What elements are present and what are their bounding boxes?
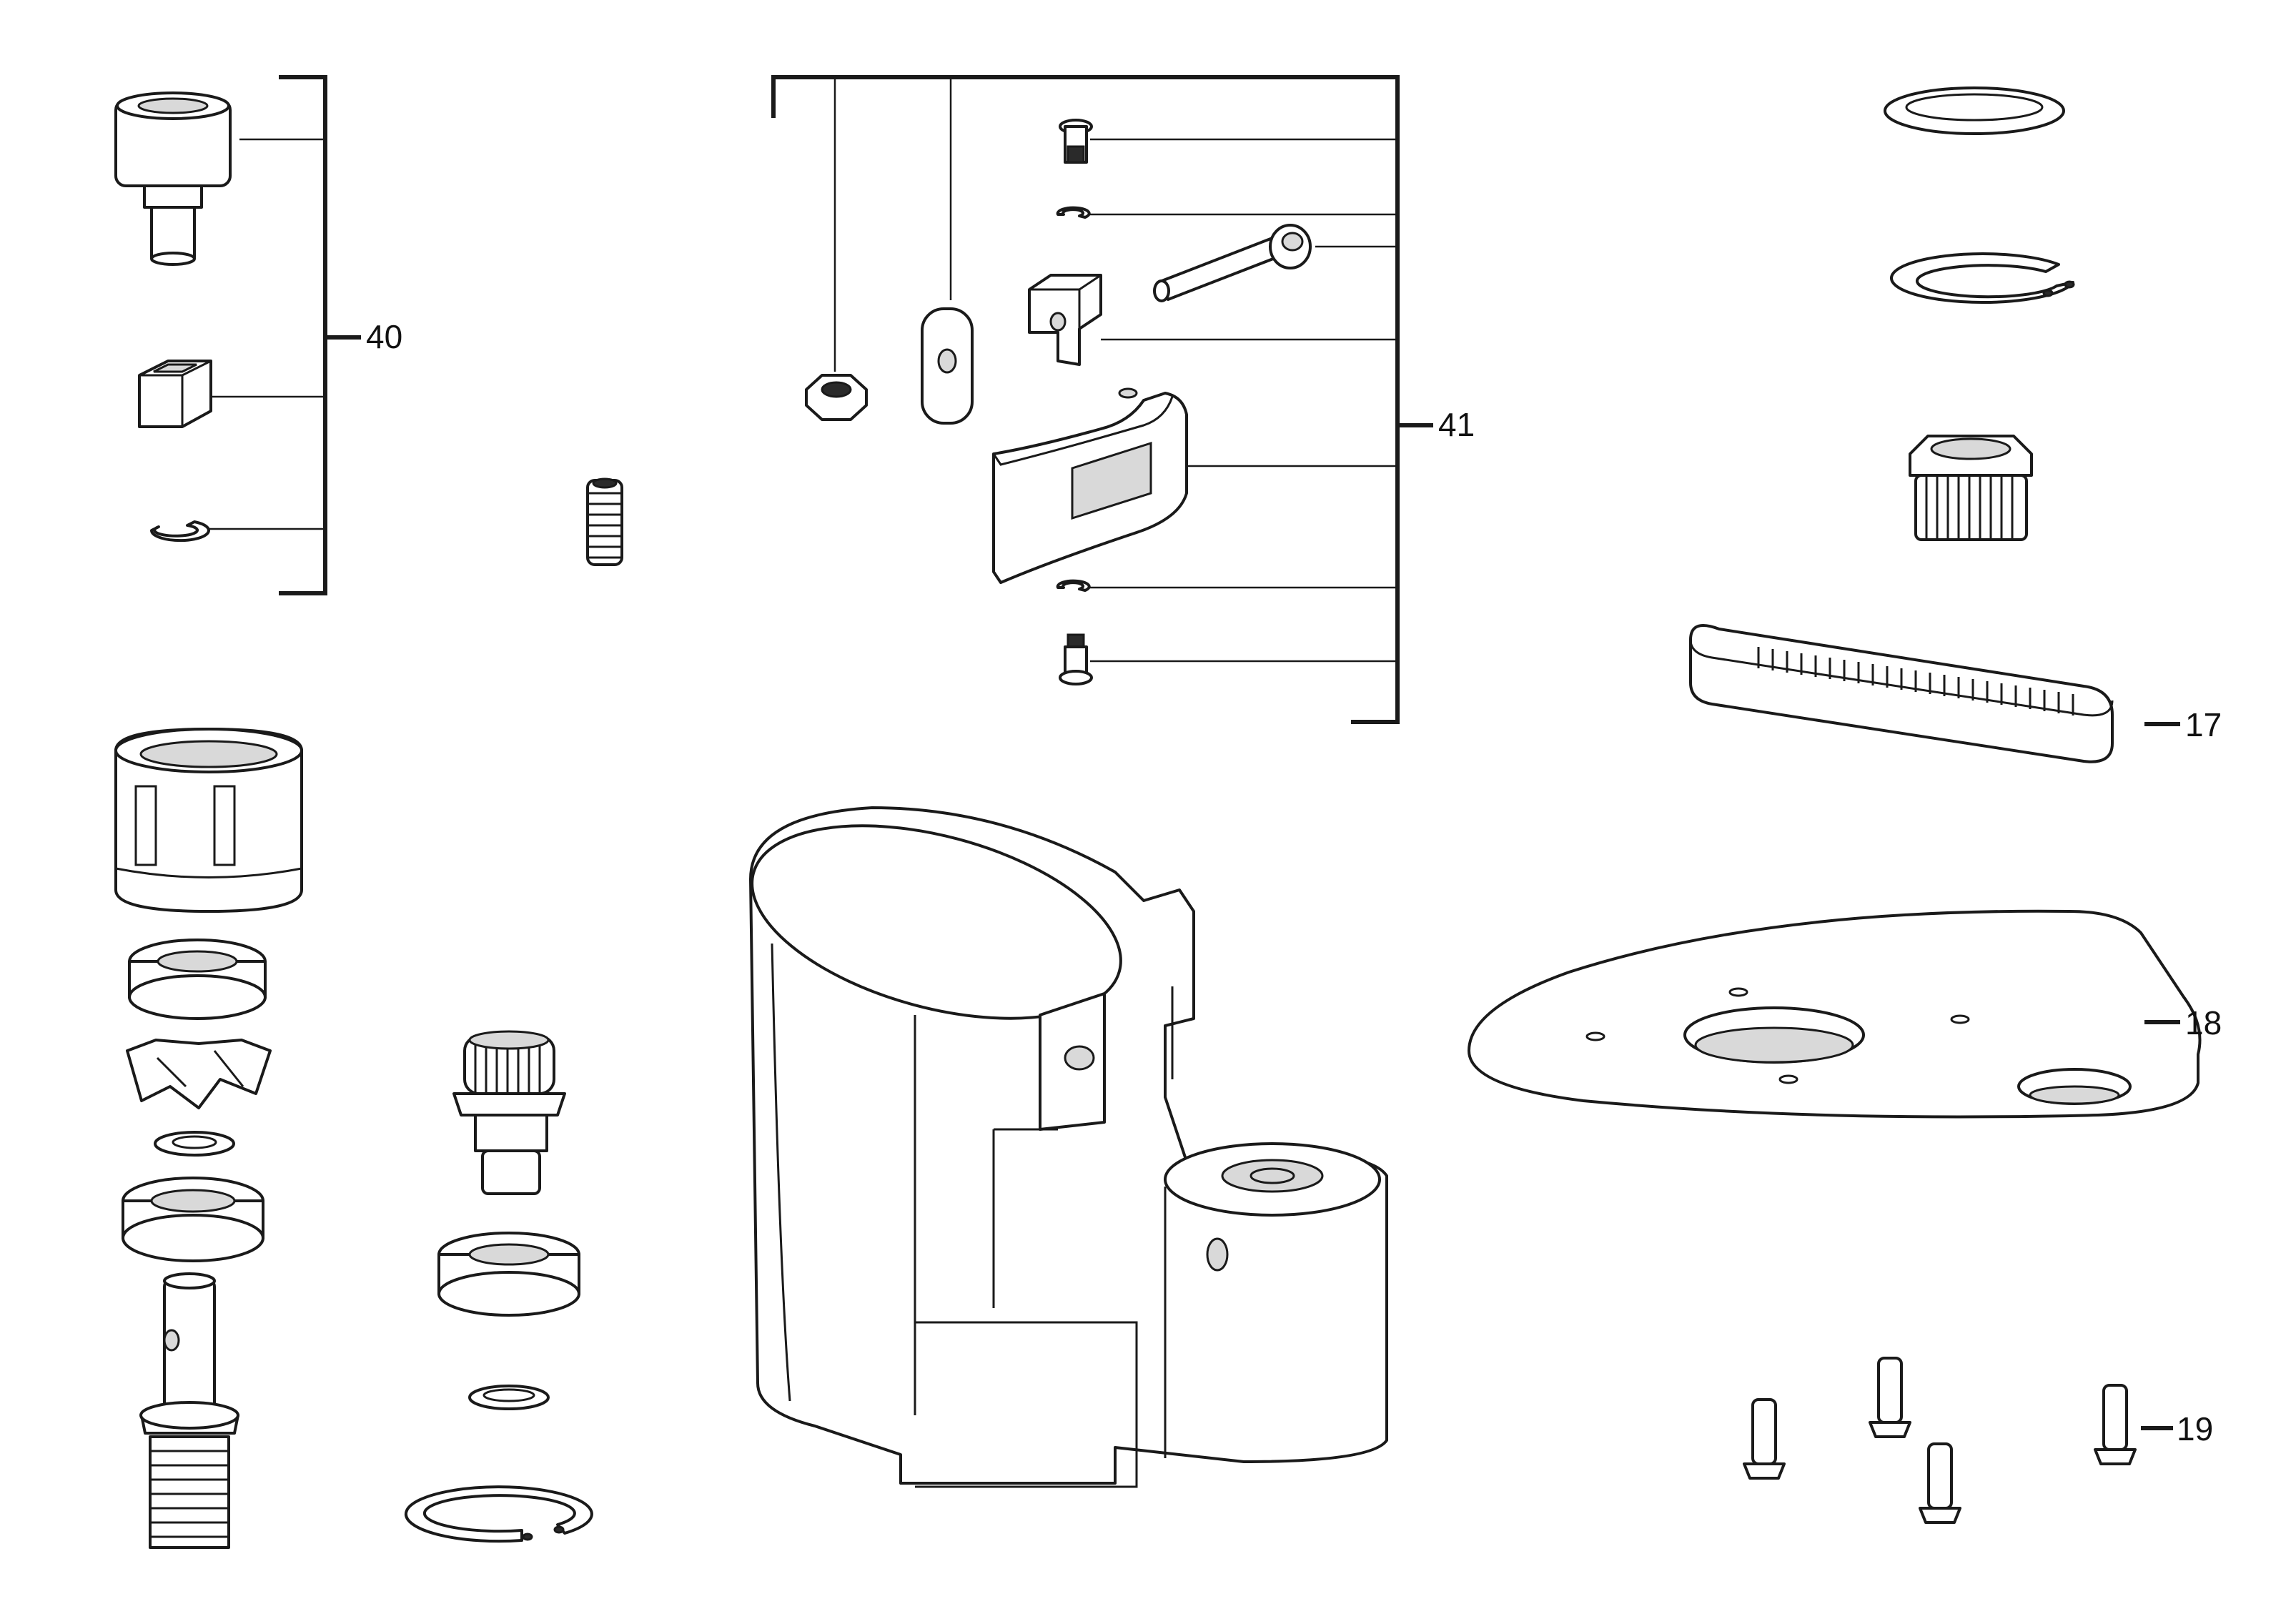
bracket-41	[771, 75, 1400, 724]
bracket-40	[279, 75, 327, 595]
small-screw-bottom	[1059, 633, 1093, 685]
motor-housing	[749, 806, 1388, 1488]
flat-washer	[1884, 86, 2065, 135]
e-clip	[149, 520, 210, 543]
screw-4	[2094, 1384, 2137, 1465]
callout-17: 17	[2185, 706, 2222, 743]
hex-lock-nut	[805, 374, 868, 421]
group-40: 40	[114, 75, 402, 595]
small-circlip	[468, 1385, 550, 1410]
retaining-ring-top	[1890, 252, 2075, 304]
cam-block	[1028, 274, 1102, 366]
countersunk-screws: 19	[1743, 1357, 2213, 1524]
callout-19: 19	[2177, 1410, 2213, 1447]
clamp-lever	[992, 387, 1188, 584]
collet	[114, 728, 303, 913]
screw-3	[1919, 1442, 1961, 1524]
slotted-plate	[921, 307, 974, 425]
small-screw-top	[1059, 119, 1093, 164]
spindle-stack-center-left	[404, 1030, 593, 1543]
gear-shaft	[452, 1030, 566, 1195]
square-cube	[138, 360, 212, 428]
callout-18: 18	[2185, 1004, 2222, 1041]
bearing-lower	[122, 1177, 264, 1262]
toothed-pulley	[1909, 435, 2033, 541]
cutter-hub	[126, 1039, 272, 1109]
group-41: 41	[771, 75, 1475, 724]
spacer-washer	[154, 1131, 235, 1157]
collet-nut	[114, 91, 232, 266]
grub-screw	[586, 477, 623, 566]
pivot-pin	[1153, 224, 1312, 302]
base-plate: 18	[1468, 909, 2222, 1119]
bearing-center	[437, 1232, 580, 1317]
callout-41: 41	[1438, 406, 1475, 443]
timing-belt: 17	[1689, 624, 2222, 763]
screw-1	[1743, 1398, 1786, 1480]
bearing-upper	[128, 939, 267, 1020]
threaded-spindle	[139, 1272, 239, 1549]
spindle-stack-left	[114, 728, 303, 1549]
e-ring-bottom	[1056, 579, 1091, 592]
callout-40: 40	[366, 318, 402, 355]
screw-2	[1869, 1357, 1911, 1438]
e-ring-top	[1056, 206, 1091, 219]
large-circlip	[404, 1485, 593, 1543]
